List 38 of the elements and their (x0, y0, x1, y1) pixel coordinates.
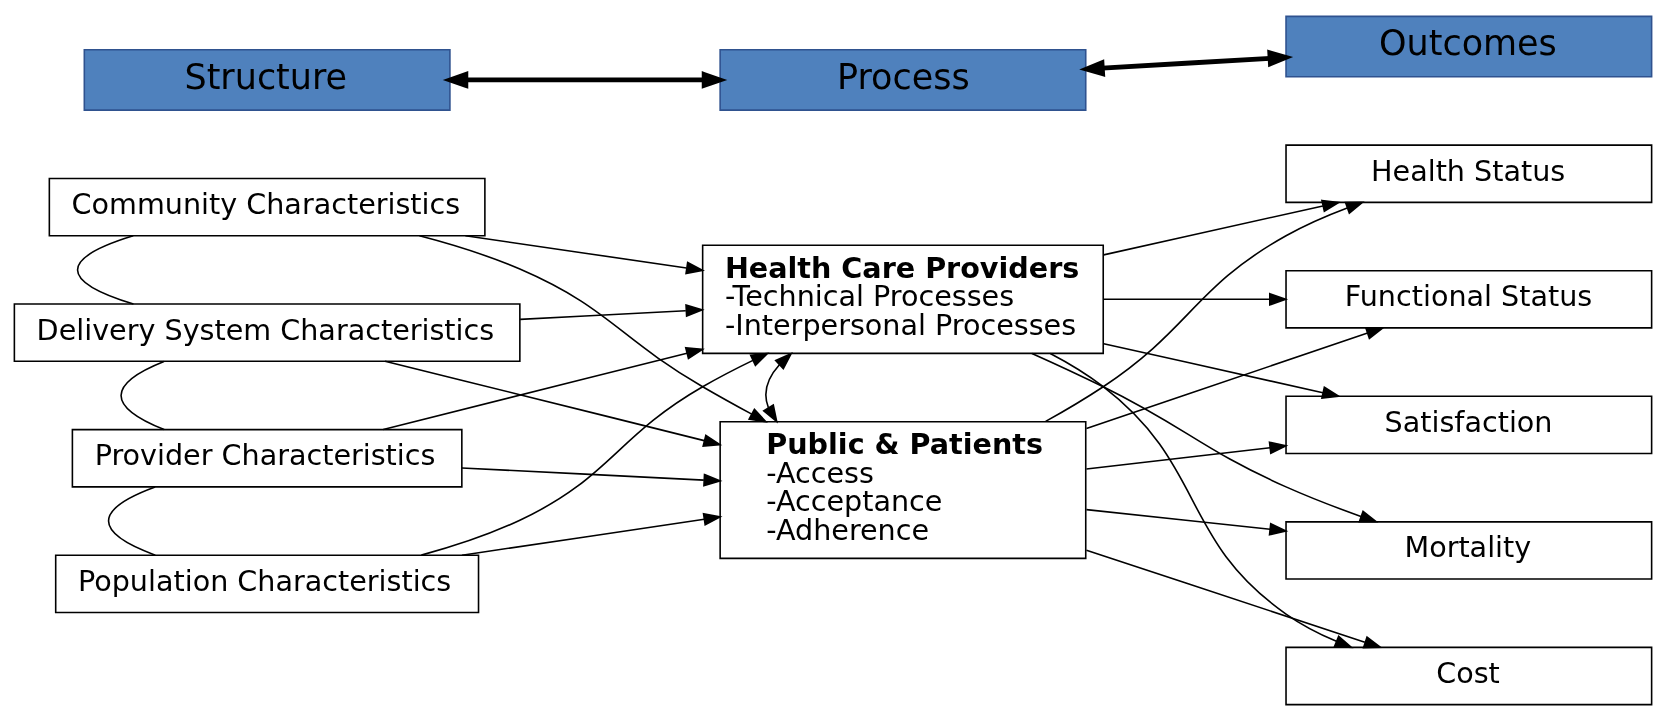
node-box: Public & Patients -Access -Acceptance -Adherence (719, 420, 1087, 560)
arrow (1102, 292, 1289, 306)
node-box: Delivery System Characteristics (13, 303, 521, 363)
arrow (418, 234, 768, 423)
arrow (382, 346, 705, 431)
arrow (461, 512, 723, 556)
node-box: Satisfaction (1285, 395, 1653, 455)
node-box: Community Characteristics (48, 177, 486, 237)
arrow (1102, 199, 1341, 256)
arrow (1085, 441, 1289, 470)
connector (120, 360, 165, 431)
arrow (1085, 508, 1289, 536)
arrow (1044, 201, 1365, 423)
arrow (420, 352, 770, 556)
arrow (1085, 549, 1383, 649)
node-box: Provider Characteristics (71, 428, 463, 488)
arrow (1049, 352, 1354, 649)
node-box: Health Care Providers -Technical Processes -Interpersonal Processes (701, 244, 1105, 355)
arrow (442, 71, 728, 89)
arrow (384, 360, 723, 447)
arrow (1102, 342, 1341, 400)
node-box: Population Characteristics (54, 554, 480, 614)
node-box: Outcomes (1285, 15, 1653, 78)
node-box: Mortality (1285, 521, 1653, 580)
arrow (1031, 352, 1379, 523)
connector (76, 235, 135, 305)
node-box: Health Status (1285, 144, 1653, 204)
arrow (464, 234, 705, 275)
arrow (1079, 49, 1294, 77)
node-box: Functional Status (1285, 269, 1653, 329)
arrow (1085, 327, 1385, 430)
arrow (762, 352, 793, 424)
connector (107, 486, 157, 556)
node-box: Structure (83, 48, 451, 111)
node-box: Cost (1285, 646, 1653, 706)
arrow (519, 304, 705, 321)
arrow (461, 467, 723, 487)
node-box: Process (719, 48, 1087, 111)
